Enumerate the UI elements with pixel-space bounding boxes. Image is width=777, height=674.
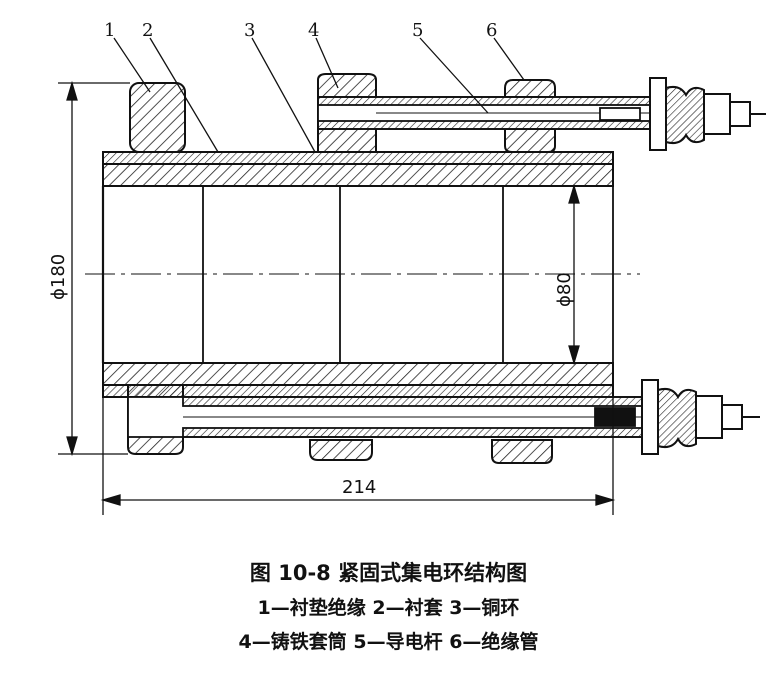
terminal-top xyxy=(649,77,766,151)
callout-2: 2 xyxy=(142,20,153,41)
conductor-rod-top xyxy=(317,96,664,130)
sleeve-bore xyxy=(85,186,640,363)
legend-line-2: 4—铸铁套筒 5—导电杆 6—绝缘管 xyxy=(238,631,539,653)
length-label: 214 xyxy=(342,477,376,498)
conductor-rod-bottom xyxy=(127,396,651,438)
callout-6: 6 xyxy=(486,20,497,41)
inner-diameter-label: ϕ80 xyxy=(554,272,575,307)
figure-title: 图 10-8 紧固式集电环结构图 xyxy=(249,561,528,585)
pad-insulation xyxy=(129,82,186,153)
leader-lines xyxy=(113,37,525,153)
callout-5: 5 xyxy=(412,20,423,41)
collector-ring-drawing: 1 2 3 4 5 6 ϕ180 ϕ80 214 xyxy=(48,20,766,515)
bushing-sleeve xyxy=(102,151,614,398)
outer-diameter-label: ϕ180 xyxy=(48,254,69,300)
callout-1: 1 xyxy=(104,20,115,41)
legend-line-1: 1—衬垫绝缘 2—衬套 3—铜环 xyxy=(257,597,520,619)
dimension-lines xyxy=(58,80,616,515)
callout-3: 3 xyxy=(244,20,255,41)
callout-4: 4 xyxy=(308,20,319,41)
terminal-bottom xyxy=(641,379,760,455)
